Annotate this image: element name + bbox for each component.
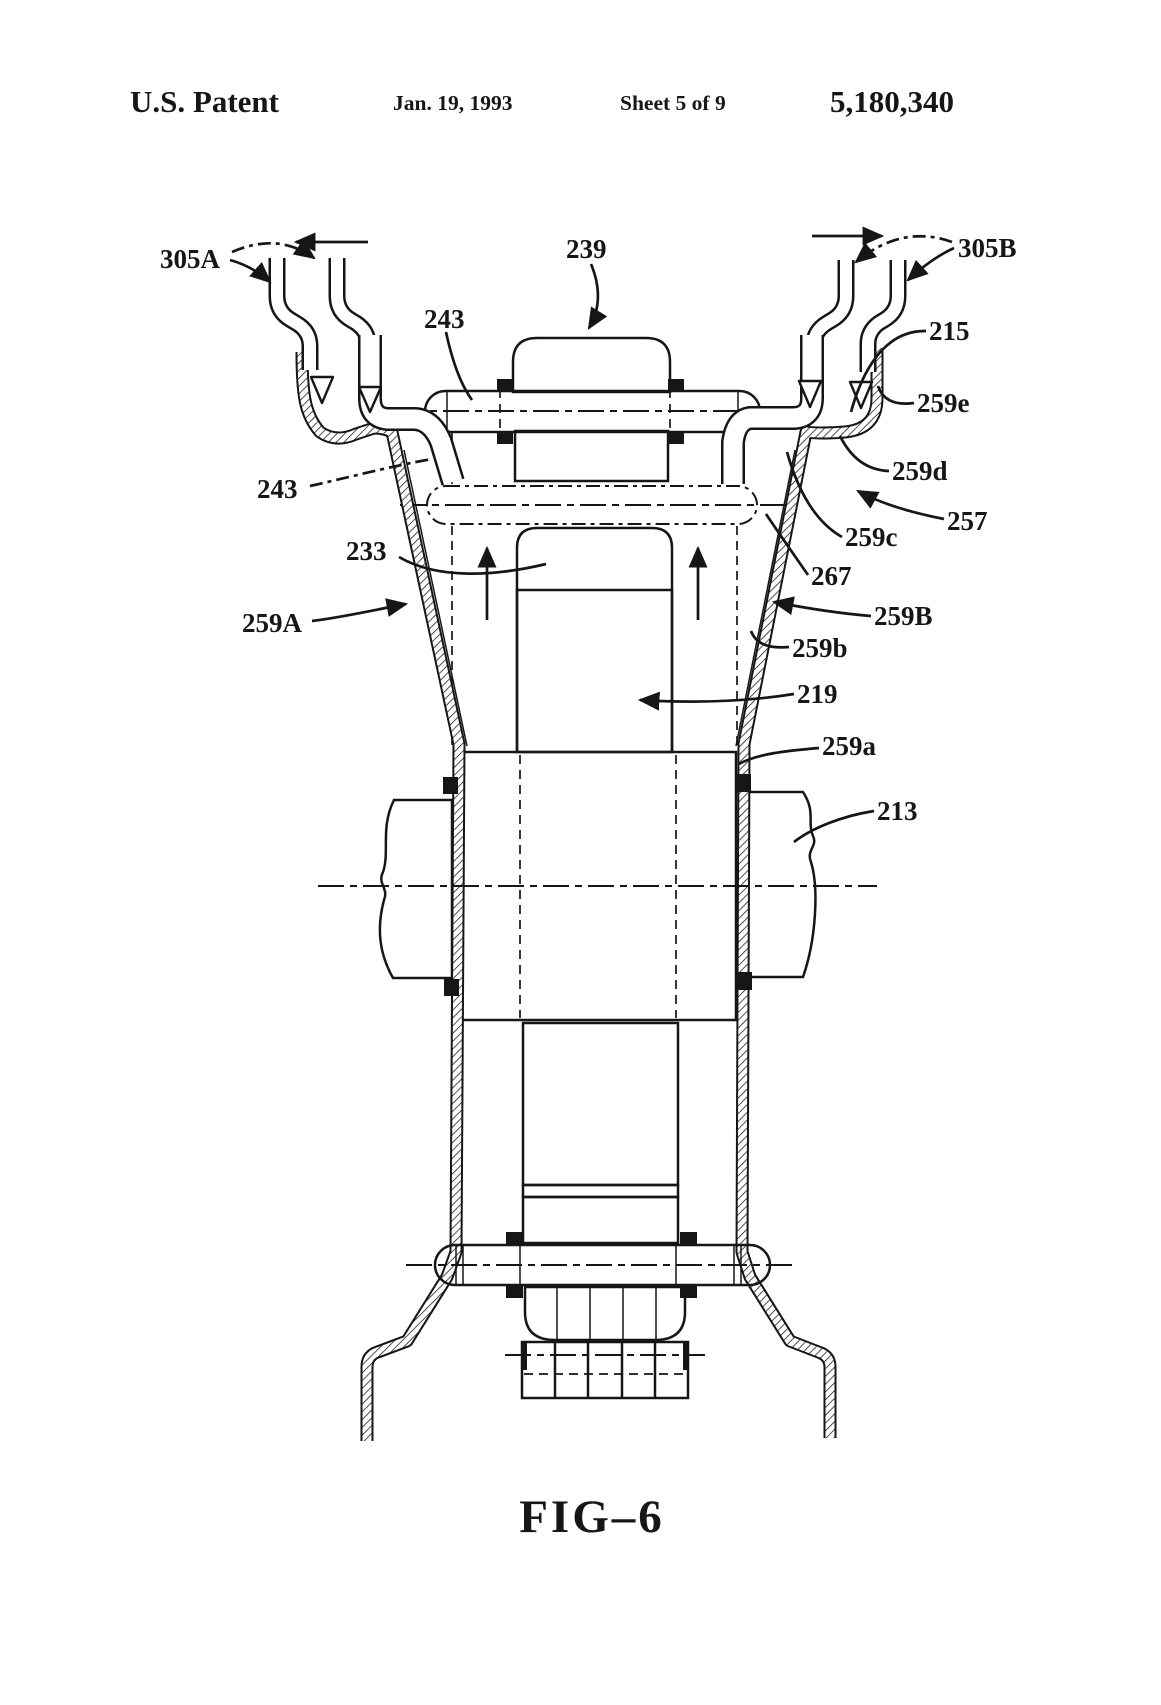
label-215: 215	[929, 316, 970, 346]
flow-arrows	[293, 226, 885, 620]
insert-arrow-icon	[309, 375, 335, 405]
insert-arrow-icon	[797, 379, 823, 409]
label-267: 267	[811, 561, 852, 591]
inner-shell-line-left	[403, 449, 468, 747]
hub-seals	[443, 774, 752, 996]
lower-core-upper	[521, 1021, 680, 1187]
shaft-right	[738, 790, 817, 979]
label-259A: 259A	[242, 608, 303, 638]
lower-core-gap	[521, 1183, 680, 1199]
terminal-grid-block	[505, 1340, 705, 1400]
core-219	[515, 588, 674, 754]
label-243-upper: 243	[424, 304, 465, 334]
reference-labels: 305A 239 243 305B 215 259e 259d 257 259c…	[160, 233, 1017, 826]
leader-lines	[229, 234, 955, 844]
sheet-indicator: Sheet 5 of 9	[620, 91, 726, 115]
page-header: U.S. Patent Jan. 19, 1993 Sheet 5 of 9 5…	[130, 84, 954, 119]
label-259c: 259c	[845, 522, 898, 552]
lower-assembly	[406, 1021, 796, 1400]
insert-arrow-icon	[357, 385, 383, 414]
label-257: 257	[947, 506, 988, 536]
label-219: 219	[797, 679, 838, 709]
label-305A: 305A	[160, 244, 221, 274]
shell-wall-right	[735, 348, 877, 1438]
hanger-hooks-right	[733, 260, 898, 484]
figure-caption: FIG–6	[519, 1491, 665, 1543]
rotor-column	[515, 526, 674, 754]
inner-shell-line-right	[735, 449, 796, 747]
label-239: 239	[566, 234, 607, 264]
publication-date: Jan. 19, 1993	[393, 91, 513, 115]
shell-wall-left	[302, 352, 468, 1441]
hanger-hooks-left	[277, 258, 453, 482]
label-233: 233	[346, 536, 387, 566]
label-259a: 259a	[822, 731, 877, 761]
label-259d: 259d	[892, 456, 948, 486]
spacer-233	[515, 526, 674, 752]
label-213: 213	[877, 796, 918, 826]
label-259b: 259b	[792, 633, 848, 663]
label-243-lower: 243	[257, 474, 298, 504]
label-305B: 305B	[958, 233, 1017, 263]
boss-239-top	[511, 336, 672, 394]
label-259e: 259e	[917, 388, 970, 418]
lower-core-band	[521, 1195, 680, 1245]
upper-pin-assembly	[398, 336, 790, 483]
publication-title: U.S. Patent	[130, 84, 280, 119]
patent-number: 5,180,340	[830, 84, 954, 119]
label-259B: 259B	[874, 601, 933, 631]
shaft-left	[378, 798, 454, 980]
lower-boss	[523, 1285, 687, 1342]
boss-239-bottom	[513, 429, 670, 483]
